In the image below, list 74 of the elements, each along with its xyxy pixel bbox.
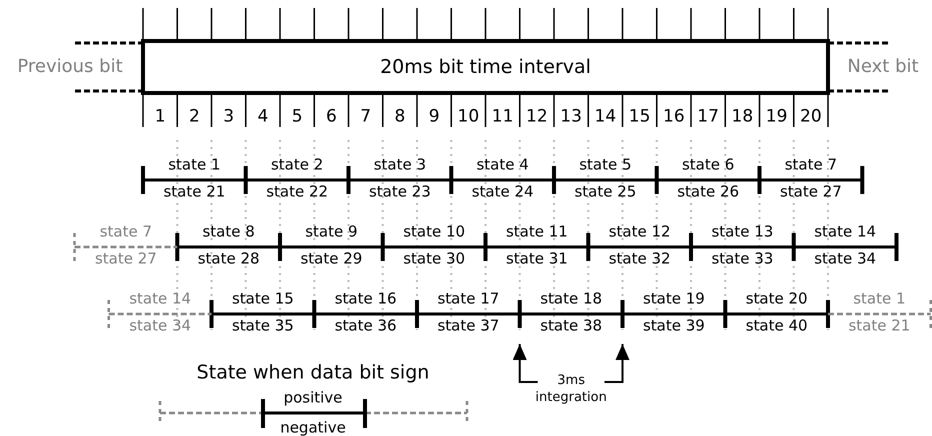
state-label: state 1 [853, 292, 906, 306]
sign-label: positive [284, 390, 342, 406]
state-label: state 19 [642, 292, 705, 306]
bit-number: 19 [766, 108, 788, 126]
state-label: state 14 [129, 292, 192, 306]
state-label: state 7 [784, 158, 838, 172]
bit-number: 18 [732, 108, 754, 126]
bit-interval-box [141, 39, 830, 95]
state-label: state 15 [232, 292, 294, 306]
state-label: state 2 [270, 158, 324, 172]
state-label: state 11 [506, 224, 568, 240]
note-text: 3ms integration [534, 372, 608, 406]
state-label: state 21 [848, 318, 910, 334]
state-label: state 7 [100, 224, 152, 240]
state-label: state 36 [334, 318, 397, 334]
state-label: state 28 [198, 252, 260, 266]
legend-title: State when data bit sign [196, 364, 430, 382]
bit-number: 17 [697, 108, 719, 126]
state-label: state 34 [814, 252, 876, 266]
bit-number: 14 [594, 108, 616, 126]
state-label: state 18 [540, 292, 602, 306]
state-label: state 37 [437, 318, 500, 334]
sign-label: negative [280, 420, 346, 436]
bit-number: 12 [526, 108, 548, 126]
state-label: state 40 [746, 318, 808, 334]
bit-number: 9 [428, 108, 440, 126]
state-label: state 20 [746, 292, 808, 306]
bit-label: Next bit [847, 58, 919, 76]
state-label: state 35 [232, 318, 294, 334]
bit-number: 15 [628, 108, 650, 126]
state-label: state 26 [677, 184, 740, 200]
state-label: state 29 [300, 252, 362, 266]
state-label: state 13 [711, 224, 774, 240]
state-label: state 9 [305, 224, 358, 240]
state-label: state 39 [642, 318, 705, 334]
state-label: state 21 [163, 184, 226, 200]
state-label: state 16 [334, 292, 397, 306]
state-label: state 23 [368, 184, 431, 200]
state-label: state 25 [574, 184, 636, 200]
bit-number: 1 [154, 108, 166, 126]
bit-number: 7 [360, 108, 372, 126]
bit-number: 4 [257, 108, 268, 126]
state-label: state 22 [266, 184, 328, 200]
bit-number: 16 [663, 108, 685, 126]
bit-number: 13 [560, 108, 582, 126]
bit-number: 10 [458, 108, 480, 126]
bit-number: 20 [800, 108, 822, 126]
state-label: state 6 [682, 158, 734, 172]
state-label: state 27 [780, 184, 842, 200]
bit-label: Previous bit [17, 58, 123, 76]
state-label: state 4 [476, 158, 529, 172]
bit-number: 3 [223, 108, 234, 126]
state-label: state 31 [506, 252, 568, 266]
interval-title: 20ms bit time interval [380, 56, 591, 78]
state-label: state 1 [168, 158, 221, 172]
state-label: state 12 [608, 224, 671, 240]
state-label: state 24 [472, 184, 534, 200]
bit-number: 6 [326, 108, 337, 126]
state-label: state 10 [403, 224, 466, 240]
state-label: state 17 [437, 292, 500, 306]
bit-number: 11 [492, 108, 514, 126]
state-label: state 38 [540, 318, 602, 334]
bit-number: 5 [292, 108, 303, 126]
state-label: state 3 [374, 158, 426, 172]
state-label: state 32 [608, 252, 671, 266]
state-label: state 27 [94, 252, 157, 266]
bit-number: 8 [394, 108, 406, 126]
state-label: state 34 [129, 318, 192, 334]
state-label: state 8 [202, 224, 255, 240]
state-label: state 30 [403, 252, 466, 266]
state-label: state 14 [814, 224, 876, 240]
bit-number: 2 [188, 108, 200, 126]
state-label: state 33 [711, 252, 774, 266]
state-label: state 5 [579, 158, 632, 172]
